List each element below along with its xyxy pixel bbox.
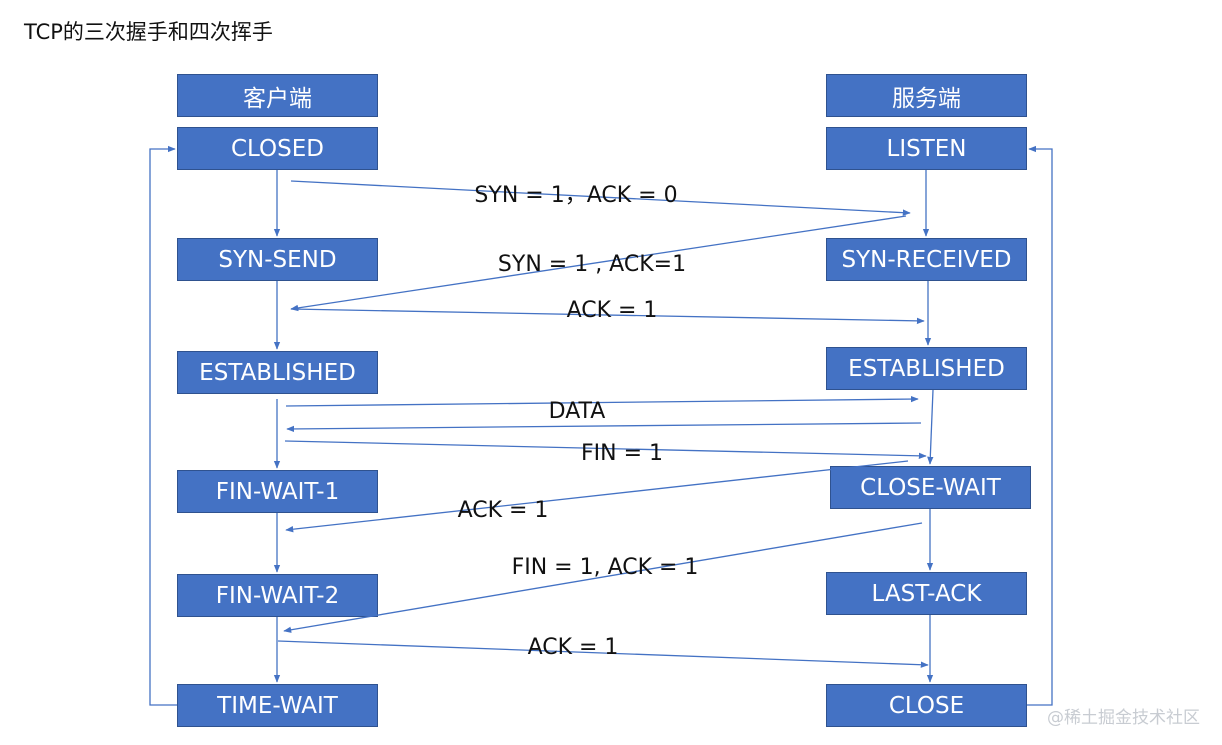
server-state-close: CLOSE bbox=[826, 684, 1027, 727]
server-header: 服务端 bbox=[826, 74, 1027, 117]
client-state-syn-send: SYN-SEND bbox=[177, 238, 378, 281]
message-arrow-final-ack bbox=[277, 640, 929, 668]
client-state-established: ESTABLISHED bbox=[177, 351, 378, 394]
message-arrow-syn bbox=[290, 180, 911, 216]
server-state-established: ESTABLISHED bbox=[826, 347, 1027, 390]
server-transition-arrow bbox=[927, 389, 934, 465]
client-state-fin-wait-2: FIN-WAIT-2 bbox=[177, 574, 378, 617]
message-label-fin-ack: FIN = 1, ACK = 1 bbox=[511, 555, 699, 580]
server-state-last-ack: LAST-ACK bbox=[826, 572, 1027, 615]
message-arrow-ack-fin bbox=[285, 460, 909, 533]
message-arrow-syn-ack bbox=[290, 215, 907, 312]
server-state-syn-received: SYN-RECEIVED bbox=[826, 238, 1027, 281]
message-arrow-ack bbox=[290, 308, 925, 325]
message-label-ack: ACK = 1 bbox=[566, 298, 658, 323]
message-label-syn-ack: SYN = 1 , ACK=1 bbox=[497, 252, 687, 277]
client-loop-arrow bbox=[149, 145, 177, 706]
message-label-syn: SYN = 1，ACK = 0 bbox=[474, 183, 678, 208]
client-state-time-wait: TIME-WAIT bbox=[177, 684, 378, 727]
server-state-close-wait: CLOSE-WAIT bbox=[830, 466, 1031, 509]
message-arrow-fin-ack bbox=[283, 522, 923, 633]
diagram-title: TCP的三次握手和四次挥手 bbox=[24, 20, 273, 44]
message-arrow-fin bbox=[284, 440, 927, 460]
server-loop-arrow bbox=[1027, 145, 1053, 706]
message-label-ack-fin: ACK = 1 bbox=[457, 498, 549, 523]
message-label-final-ack: ACK = 1 bbox=[527, 635, 619, 660]
message-arrow-data-to-client bbox=[286, 422, 922, 433]
message-label-fin: FIN = 1 bbox=[580, 441, 664, 466]
client-header: 客户端 bbox=[177, 74, 378, 117]
message-arrow-data-to-server bbox=[285, 395, 919, 407]
client-state-closed: CLOSED bbox=[177, 127, 378, 170]
client-state-fin-wait-1: FIN-WAIT-1 bbox=[177, 470, 378, 513]
watermark: @稀土掘金技术社区 bbox=[1047, 708, 1200, 728]
message-label-data: DATA bbox=[548, 399, 606, 424]
server-state-listen: LISTEN bbox=[826, 127, 1027, 170]
